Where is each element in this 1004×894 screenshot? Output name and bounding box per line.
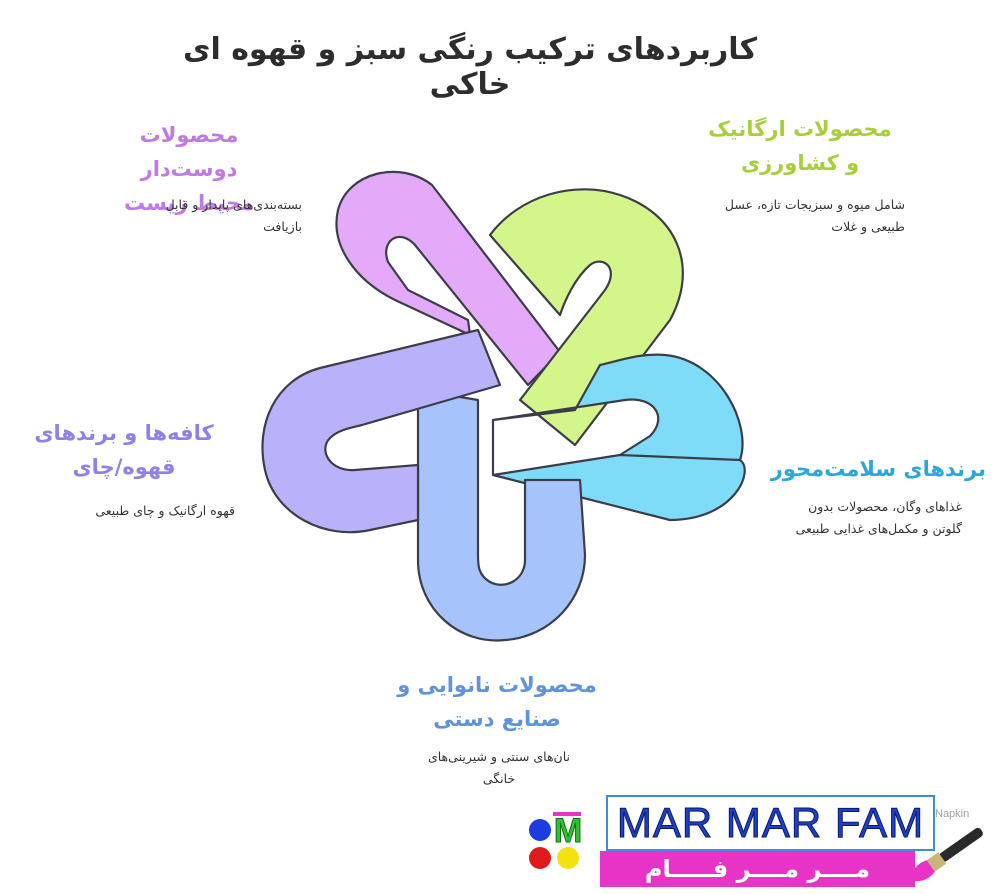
logo-text: MAR MAR FAM bbox=[616, 799, 925, 847]
category-desc-line2: طبیعی و غلات bbox=[831, 219, 905, 234]
category-title-bakery: محصولات نانوایی و صنایع دستی bbox=[392, 668, 602, 736]
category-desc-organic: شامل میوه و سبزیجات تازه، عسل طبیعی و غل… bbox=[725, 194, 905, 238]
marmarfam-logo-icon: M bbox=[529, 812, 583, 869]
category-desc-line1: غذاهای وگان، محصولات بدون bbox=[808, 499, 962, 514]
category-desc-line1: بسته‌بندی‌های پایدار و قابل bbox=[165, 197, 302, 212]
logo-persian-text: مــــر مــــر فـــــام bbox=[644, 855, 871, 883]
category-title-organic: محصولات ارگانیک و کشاورزی bbox=[700, 112, 900, 180]
category-desc-line1: شامل میوه و سبزیجات تازه، عسل bbox=[724, 197, 905, 212]
category-desc-line2: خانگی bbox=[482, 771, 516, 786]
category-title-line2: صنایع دستی bbox=[433, 707, 561, 731]
svg-text:M: M bbox=[554, 812, 582, 850]
category-title-line1: کافه‌ها و برندهای bbox=[34, 421, 214, 445]
category-title-line1: محصولات نانوایی و bbox=[397, 673, 597, 697]
loop-eco bbox=[335, 170, 562, 387]
category-desc-cafe: قهوه ارگانیک و چای طبیعی bbox=[95, 500, 235, 522]
category-title-line2: و کشاورزی bbox=[740, 151, 860, 175]
paintbrush-icon bbox=[911, 827, 983, 882]
category-desc-eco: بسته‌بندی‌های پایدار و قابل بازیافت bbox=[166, 194, 302, 238]
marmarfam-logo: MAR MAR FAM bbox=[606, 795, 935, 851]
page-title: کاربردهای ترکیب رنگی سبز و قهوه ای خاکی bbox=[182, 32, 758, 102]
category-title-line1: محصولات دوست‌دار bbox=[139, 123, 239, 181]
category-desc-line2: گلوتن و مکمل‌های غذایی طبیعی bbox=[795, 521, 962, 536]
category-desc-line1: قهوه ارگانیک و چای طبیعی bbox=[95, 503, 235, 518]
category-title-line1: برندهای سلامت‌محور bbox=[770, 457, 986, 481]
category-title-line1: محصولات ارگانیک bbox=[708, 117, 892, 141]
napkin-watermark: Napkin bbox=[935, 808, 970, 820]
category-title-health: برندهای سلامت‌محور bbox=[771, 452, 986, 486]
marmarfam-persian-bar: مــــر مــــر فـــــام bbox=[600, 851, 915, 887]
category-title-cafe: کافه‌ها و برندهای قهوه/چای bbox=[24, 416, 224, 484]
loop-health bbox=[491, 353, 746, 522]
loop-cafe bbox=[261, 328, 502, 534]
category-desc-health: غذاهای وگان، محصولات بدون گلوتن و مکمل‌ه… bbox=[796, 496, 962, 540]
loop-organic bbox=[488, 188, 684, 447]
category-desc-bakery: نان‌های سنتی و شیرینی‌های خانگی bbox=[414, 746, 584, 790]
category-desc-line2: بازیافت bbox=[263, 219, 302, 234]
loop-bakery bbox=[416, 388, 587, 642]
category-desc-line1: نان‌های سنتی و شیرینی‌های bbox=[427, 749, 571, 764]
category-title-line2: قهوه/چای bbox=[72, 455, 176, 479]
category-title-eco: محصولات دوست‌دار محیط زیست bbox=[89, 118, 289, 220]
category-title-line2: محیط زیست bbox=[123, 191, 255, 215]
